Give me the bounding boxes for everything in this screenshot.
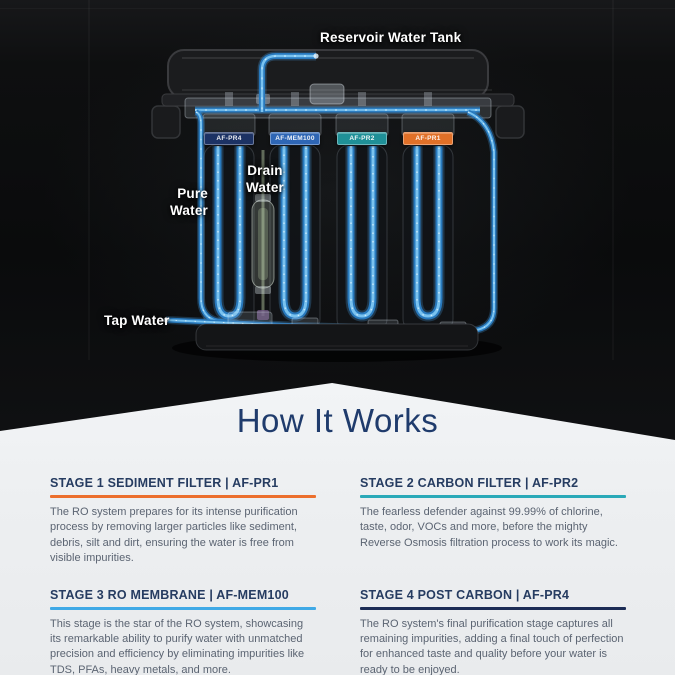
label-reservoir-water-tank: Reservoir Water Tank xyxy=(320,30,462,45)
stage-2-heading: STAGE 2 CARBON FILTER | AF-PR2 xyxy=(360,476,579,490)
ro-system-diagram xyxy=(151,49,525,351)
filter-u-tubes xyxy=(212,146,445,322)
stage-2-accent-rule xyxy=(360,495,626,498)
label-tap-water: Tap Water xyxy=(104,313,170,328)
right-side-tube xyxy=(457,108,498,336)
pure-water-tube xyxy=(194,108,239,328)
drain-assembly xyxy=(251,150,275,320)
stage-3-description: This stage is the star of the RO system,… xyxy=(50,617,305,675)
unit-base xyxy=(195,323,479,351)
filter-chip-af-pr2: AF-PR2 xyxy=(337,132,387,145)
filter-heads xyxy=(202,113,455,137)
filter-chip-af-mem100: AF-MEM100 xyxy=(270,132,320,145)
label-drain-water: Drain Water xyxy=(245,163,284,196)
label-pure-water: Pure Water xyxy=(169,186,208,219)
filter-chip-af-pr1: AF-PR1 xyxy=(403,132,453,145)
stages-grid: STAGE 1 SEDIMENT FILTER | AF-PR1 The RO … xyxy=(50,476,626,675)
stage-1-accent-rule xyxy=(50,495,316,498)
stage-3-heading: STAGE 3 RO MEMBRANE | AF-MEM100 xyxy=(50,587,289,602)
reservoir-tube xyxy=(257,51,319,112)
how-it-works-section: How It Works STAGE 1 SEDIMENT FILTER | A… xyxy=(0,383,675,675)
stage-card-3: STAGE 3 RO MEMBRANE | AF-MEM100 This sta… xyxy=(50,588,316,675)
stage-4-heading: STAGE 4 POST CARBON | AF-PR4 xyxy=(360,587,570,602)
stage-card-4: STAGE 4 POST CARBON | AF-PR4 The RO syst… xyxy=(360,588,626,675)
section-title: How It Works xyxy=(236,402,439,439)
stage-3-accent-rule xyxy=(50,606,316,610)
filter-chip-af-pr4: AF-PR4 xyxy=(204,132,254,145)
stage-2-description: The fearless defender against 99.99% of … xyxy=(360,506,618,549)
stage-1-heading: STAGE 1 SEDIMENT FILTER | AF-PR1 xyxy=(50,476,279,490)
product-photo-section: AF-PR4 AF-MEM100 AF-PR2 AF-PR1 Reservoir… xyxy=(0,0,675,460)
stage-4-accent-rule xyxy=(360,606,626,610)
stage-1-description: The RO system prepares for its intense p… xyxy=(50,506,298,565)
manifold-pump-head xyxy=(309,83,345,105)
stage-card-1: STAGE 1 SEDIMENT FILTER | AF-PR1 The RO … xyxy=(50,476,316,567)
stage-4-description: The RO system's final purification stage… xyxy=(360,617,624,675)
stage-card-2: STAGE 2 CARBON FILTER | AF-PR2 The fearl… xyxy=(360,476,626,567)
